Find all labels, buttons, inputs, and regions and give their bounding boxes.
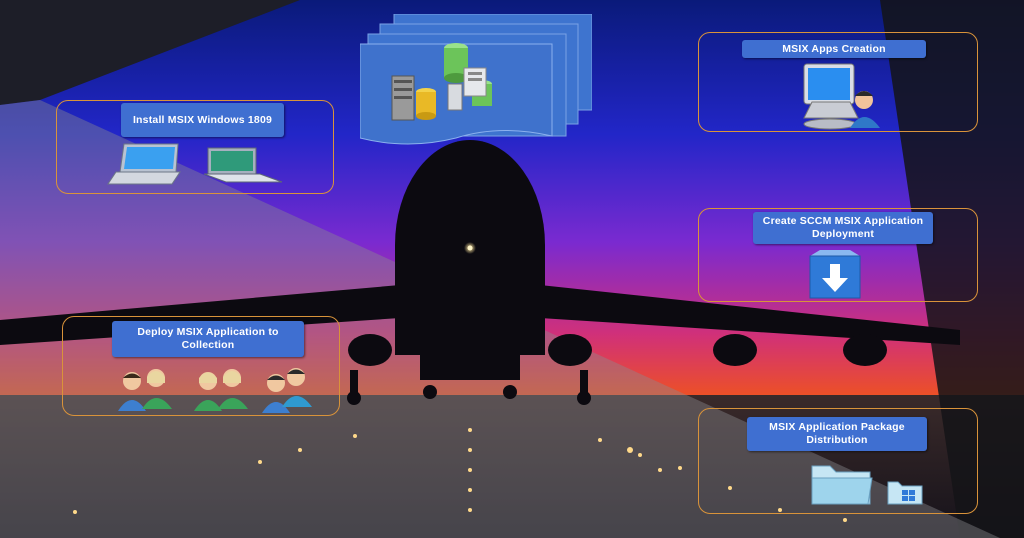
step-panel-sccm-deployment — [698, 208, 978, 302]
server-database-icon — [386, 40, 496, 128]
download-box-icon — [806, 248, 864, 300]
step-panel-package-distribution — [698, 408, 978, 514]
step-panel-apps-creation — [698, 32, 978, 132]
step-panel-deploy-collection — [62, 316, 340, 416]
install-windows-label: Install MSIX Windows 1809 — [121, 103, 284, 137]
laptop-icon — [106, 142, 284, 188]
apps-creation-label: MSIX Apps Creation — [742, 40, 926, 58]
folder-icon — [810, 460, 928, 506]
users-group-icon — [114, 365, 314, 415]
package-distribution-label: MSIX Application Package Distribution — [747, 417, 927, 451]
sccm-deployment-label: Create SCCM MSIX Application Deployment — [753, 212, 933, 244]
deploy-collection-label: Deploy MSIX Application to Collection — [112, 321, 304, 357]
step-panel-install-windows — [56, 100, 334, 194]
computer-user-icon — [800, 62, 882, 130]
